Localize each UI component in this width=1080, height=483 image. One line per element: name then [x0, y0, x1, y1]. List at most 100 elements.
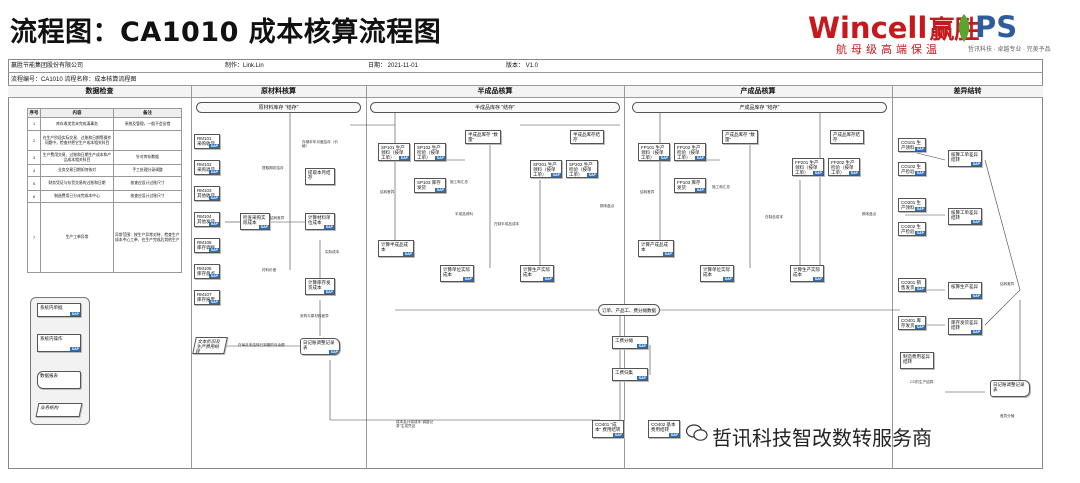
lane-data-check: 数据检查 [8, 86, 191, 98]
box-label: 计算库存发货成本 [308, 280, 331, 290]
doc-label: RM103 其他收货 [197, 188, 215, 198]
note: 差异分摊 [1000, 414, 1015, 418]
legend-label: 系统内单据 [40, 305, 63, 310]
doc-fp202: FP202 生产检验（按单工单）SAP [828, 158, 860, 176]
note: 期末盘点 [862, 212, 877, 216]
sap-badge: SAP [914, 325, 925, 329]
legend-label: 数据报表 [40, 373, 58, 378]
date: 日期： 2021-11-01 [368, 63, 418, 69]
box-label: 核算工单差异结转 [951, 210, 978, 220]
sap-badge: SAP [398, 156, 409, 160]
doc-label: SP201 生产领料（按单工单） [533, 162, 557, 177]
sap-badge: SAP [914, 147, 925, 151]
sap-badge: SAP [636, 344, 647, 348]
sap-badge: SAP [848, 171, 859, 175]
lane-semi-finished: 半成品核算 [366, 86, 624, 98]
sap-badge: SAP [662, 252, 673, 256]
note: 存储本年月度结存（价格） [302, 140, 338, 148]
leaf-icon [958, 14, 970, 42]
note: CO的生产结算 [910, 380, 934, 384]
sap-badge: SAP [69, 312, 80, 316]
sap-badge: SAP [914, 231, 925, 235]
doc-label: CO402 基本费用结转 [651, 422, 676, 432]
table-row: 5 财务凭证与存货交易的过账和日期 核查应设计过账尺寸 [27, 176, 182, 191]
sap-badge: SAP [434, 156, 445, 160]
sap-badge: SAP [694, 188, 705, 192]
doc-label: CO401 "成本" 费用结转 [595, 422, 621, 432]
box-label: 核算生产差异 [951, 284, 978, 289]
sap-badge: SAP [612, 433, 623, 437]
box-label: 计算单位实际成本 [443, 267, 470, 277]
sap-badge: SAP [914, 287, 925, 291]
box-label: 检查采购实际成本 [243, 215, 266, 225]
doc-fp201: FP201 生产领料（按单工单）SAP [792, 158, 824, 176]
note: 提取期初结存 [262, 166, 284, 170]
box-label: 库存发货差异结转 [951, 320, 978, 330]
note: 实际成本 [325, 250, 340, 254]
company-name: 赢胜节能集团股份有限公司 [11, 63, 84, 69]
legend-doc: 系统内单据 SAP [37, 303, 81, 317]
sap-badge: SAP [208, 274, 219, 278]
page-title: 流程图：CA1010 成本核算流程图 [10, 17, 442, 48]
box-label: 计算材料单位成本 [308, 215, 331, 225]
table-cell: 针对库存数据 [113, 150, 182, 165]
author: 制作：Link.Lin [225, 63, 264, 69]
doc-label: CO202 生产检验 [901, 224, 922, 234]
overhead-variance: 制造费用差异结转 [900, 352, 934, 369]
doc-label: FP102 生产检验（按单工单） [677, 145, 701, 160]
ps-logo: PS [975, 10, 1018, 44]
note: 在制品成本 [765, 215, 783, 219]
semi-stock-banner: 半成品库存 "结存" [370, 102, 620, 113]
sap-badge: SAP [323, 225, 334, 229]
note: 在每月末结转已到期的月余额 [238, 343, 285, 347]
sap-badge: SAP [434, 188, 445, 192]
doc-sp202: SP202 生产检验（按单工单）SAP [566, 160, 598, 178]
sap-badge: SAP [812, 171, 823, 175]
box-label: 产成品库存 "数量" [725, 132, 755, 142]
wechat-icon [686, 424, 708, 441]
sap-badge: SAP [586, 173, 597, 177]
fg-stock-banner: 产成品库存 "结存" [632, 102, 887, 113]
doc-label: SP202 生产检验（按单工单） [569, 162, 593, 177]
note: 结转差异 [640, 190, 655, 194]
semi-stock-quantity: 半成品库存 "数量" [465, 130, 501, 144]
box-label: 日记账调整记录表 [303, 340, 335, 350]
legend-label: 系统内操作 [40, 336, 63, 341]
table-cell: 生产工单异常 [40, 202, 114, 273]
sap-badge: SAP [970, 162, 981, 166]
sap-badge: SAP [722, 277, 733, 281]
box-label: 核算工单差异结转 [951, 152, 978, 162]
doc-fp102: FP102 生产检验（按单工单）SAP [674, 143, 706, 161]
journal-adjust-table: 日记账调整记录表 [990, 380, 1030, 397]
table-row: 2 在生产阶段实际交易、过账和日期等操作问题中，检查并把它生产成本相关科目 [27, 130, 182, 151]
flowchart-frame [8, 59, 1043, 469]
process-row: 流程编号：CA1010 流程名称：成本核算流程图 [8, 73, 1043, 86]
sap-badge: SAP [208, 144, 219, 148]
box-label: 计算单位实际成本 [703, 267, 730, 277]
meta-row: 赢胜节能集团股份有限公司 制作：Link.Lin 日期： 2021-11-01 … [8, 59, 1043, 73]
sap-badge: SAP [402, 252, 413, 256]
version: 版本： V1.0 [506, 63, 539, 69]
sap-badge: SAP [208, 248, 219, 252]
note: 材料价差 [262, 268, 277, 272]
doc-label: RM105 库存调拨 [197, 240, 215, 250]
box-label: 日记账调整记录表 [993, 382, 1025, 392]
wincell-logo: Wincell赢胜 [808, 10, 979, 46]
doc-label: SP103 库存发货 [417, 180, 441, 190]
order-labor-allocation: 订单、产品工、费分摊数据 [598, 304, 660, 316]
box-label: 产成品库存结存 [833, 132, 860, 142]
